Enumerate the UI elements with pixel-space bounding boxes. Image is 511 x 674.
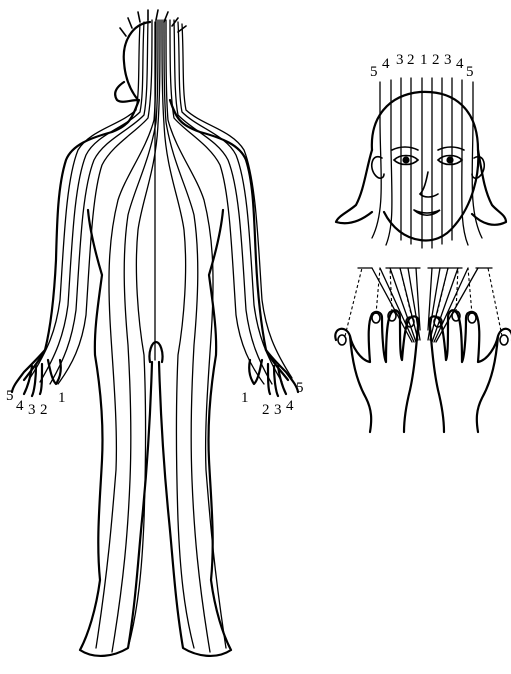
left-hand-label: 3 (28, 402, 36, 418)
nose (420, 172, 438, 197)
left-hand-label: 2 (40, 402, 48, 418)
body-zone-lines (30, 20, 292, 652)
right-hand-label: 4 (286, 398, 294, 414)
right-hand-label: 3 (274, 402, 282, 418)
right-hand-label: 2 (262, 402, 270, 418)
left-hand-labels: 5 4 3 2 1 (6, 388, 66, 418)
face-label: 2 (407, 52, 415, 68)
mouth (414, 210, 440, 215)
right-hand-label: 1 (241, 390, 249, 406)
body-figure (12, 10, 298, 656)
left-hand-label: 5 (6, 388, 14, 404)
hair-strands (120, 10, 186, 36)
left-ear (372, 157, 384, 178)
face-label: 5 (466, 64, 474, 80)
face-label: 2 (432, 52, 440, 68)
hands-figure (335, 268, 511, 432)
right-hand-label: 5 (296, 380, 304, 396)
left-hand-label: 1 (58, 390, 66, 406)
face-label: 4 (382, 56, 390, 72)
face-label: 5 (370, 64, 378, 80)
right-hand-labels: 1 2 3 4 5 (241, 380, 304, 418)
face-figure (336, 78, 506, 248)
left-eye (392, 147, 418, 165)
face-label: 3 (396, 52, 404, 68)
left-hand-palm (335, 310, 418, 432)
face-label: 1 (420, 52, 428, 68)
fingernails (338, 311, 508, 345)
face-top-labels: 5 4 3 2 1 2 3 4 5 (370, 52, 474, 80)
right-hand-palm (429, 310, 511, 432)
face-label: 4 (456, 56, 464, 72)
face-label: 3 (444, 52, 452, 68)
hand-zone-solid-lines (358, 268, 492, 342)
left-hand-label: 4 (16, 398, 24, 414)
